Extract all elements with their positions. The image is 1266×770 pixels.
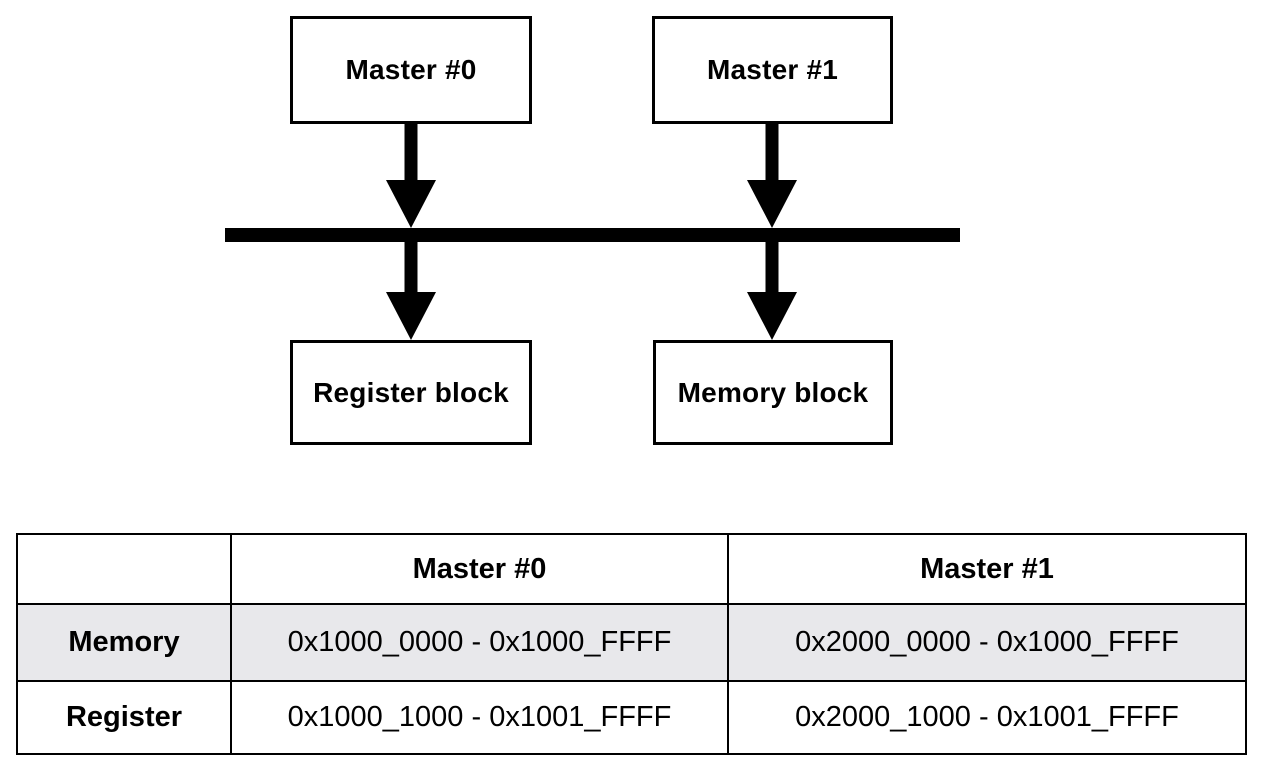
register-block-label: Register block xyxy=(313,376,509,408)
arrow-master0-to-bus-icon xyxy=(386,124,436,228)
arrow-master1-to-bus-icon xyxy=(747,124,797,228)
master1-box: Master #1 xyxy=(652,16,893,124)
memory-block-label: Memory block xyxy=(677,376,869,408)
memory-range-master0: 0x1000_0000 - 0x1000_FFFF xyxy=(230,603,729,682)
table-header-master0: Master #0 xyxy=(230,533,729,605)
memory-range-master1: 0x2000_0000 - 0x1000_FFFF xyxy=(727,603,1247,682)
register-range-master1: 0x2000_1000 - 0x1001_FFFF xyxy=(727,680,1247,755)
table-row-memory: Memory 0x1000_0000 - 0x1000_FFFF 0x2000_… xyxy=(16,603,1247,682)
master1-label: Master #1 xyxy=(707,54,838,85)
table-row-register: Register 0x1000_1000 - 0x1001_FFFF 0x200… xyxy=(16,680,1247,755)
table-corner-cell xyxy=(16,533,232,605)
arrow-bus-to-register-icon xyxy=(386,242,436,340)
memory-row-label: Memory xyxy=(16,603,232,682)
table-header-row: Master #0 Master #1 xyxy=(16,533,1247,605)
table-header-master1: Master #1 xyxy=(727,533,1247,605)
register-range-master0: 0x1000_1000 - 0x1001_FFFF xyxy=(230,680,729,755)
arrow-bus-to-memory-icon xyxy=(747,242,797,340)
master0-label: Master #0 xyxy=(345,54,477,85)
bus-line xyxy=(225,228,960,242)
register-row-label: Register xyxy=(16,680,232,755)
address-map-table: Master #0 Master #1 Memory 0x1000_0000 -… xyxy=(16,533,1247,755)
register-block-box: Register block xyxy=(290,340,532,445)
master0-box: Master #0 xyxy=(290,16,532,124)
memory-block-box: Memory block xyxy=(653,340,893,445)
